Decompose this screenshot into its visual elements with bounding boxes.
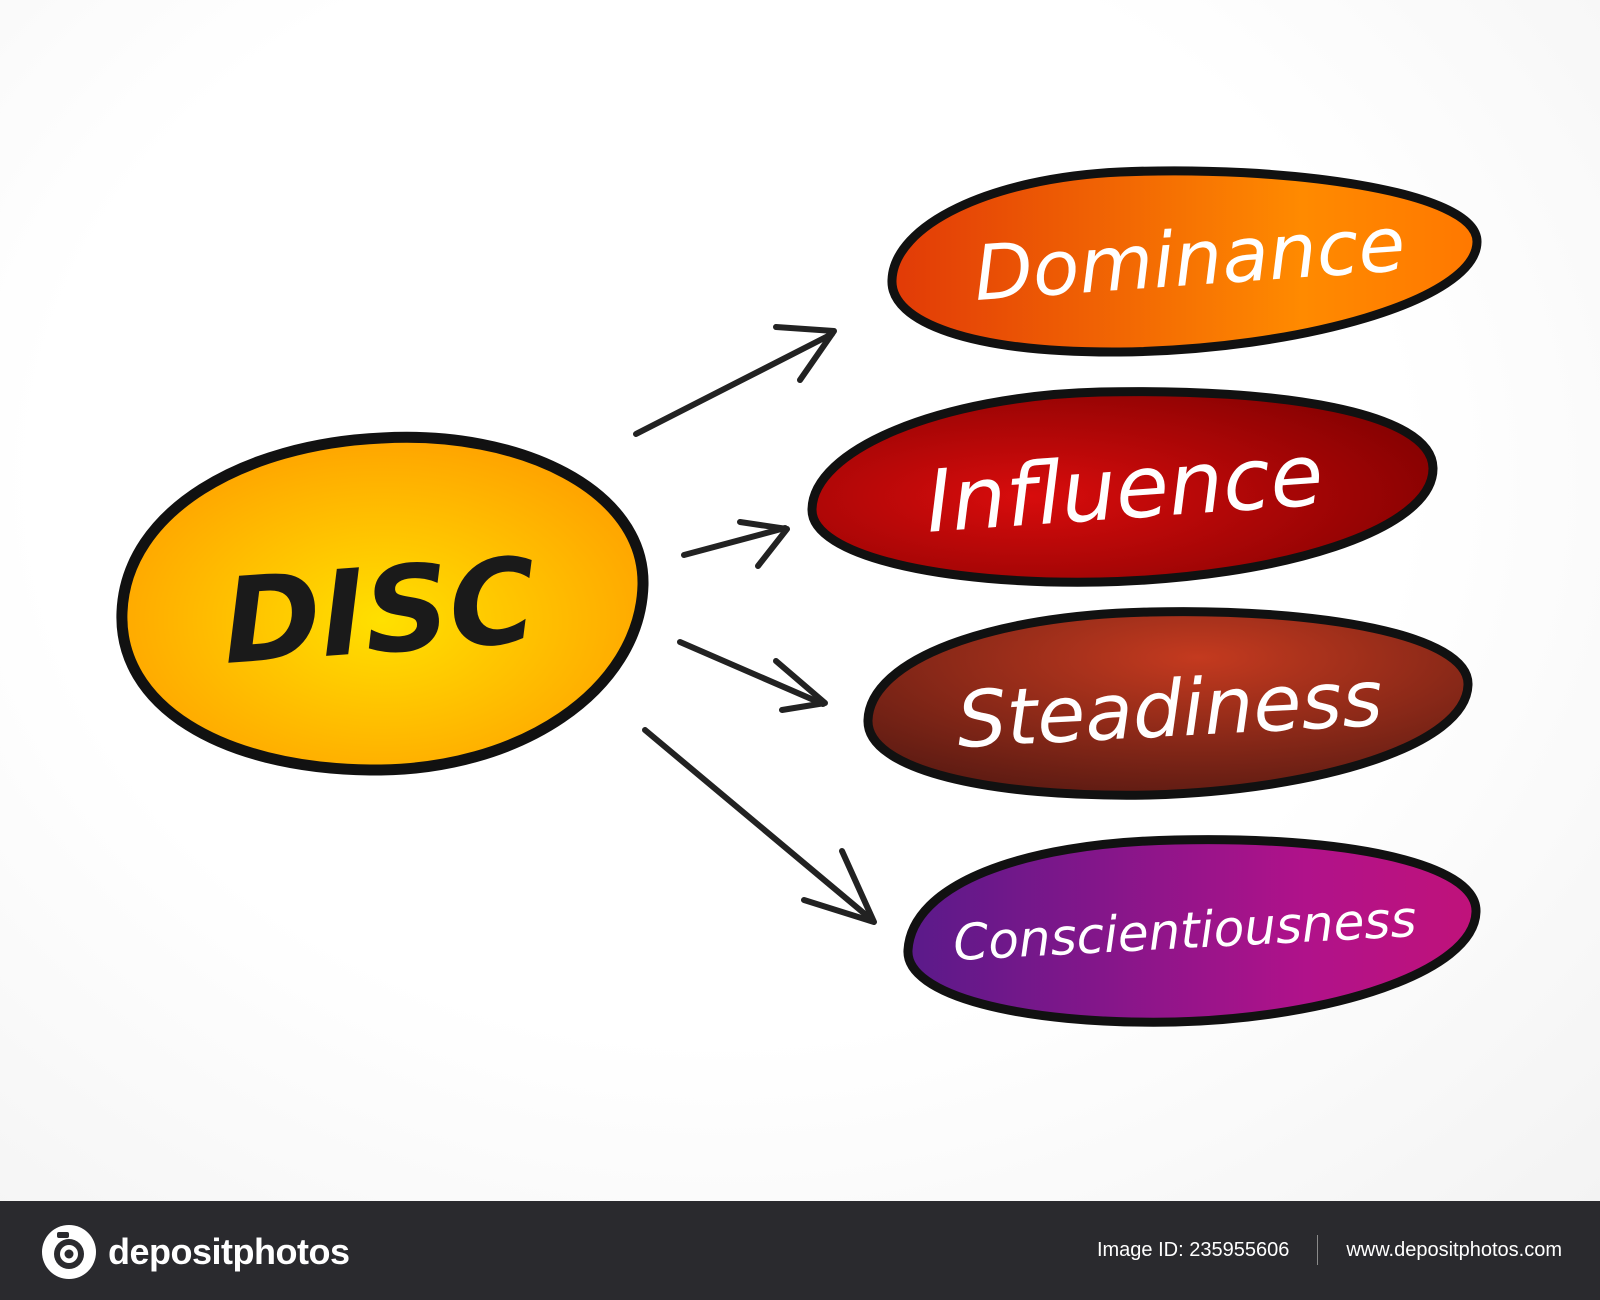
website-link[interactable]: www.depositphotos.com — [1346, 1238, 1562, 1261]
stock-footer: depositphotos Image ID: 235955606 www.de… — [0, 1201, 1600, 1300]
footer-divider — [1317, 1235, 1319, 1265]
center-label: DISC — [218, 531, 540, 691]
node-influence: Influence — [807, 387, 1438, 587]
disc-diagram: DISC Dominance — [116, 166, 1482, 1027]
center-node: DISC — [116, 431, 649, 776]
footer-meta: Image ID: 235955606 www.depositphotos.co… — [1097, 1235, 1562, 1265]
node-dominance: Dominance — [887, 166, 1482, 357]
influence-ellipse — [807, 387, 1438, 587]
node-conscientiousness: Conscientiousness — [903, 835, 1481, 1027]
conscientiousness-ellipse — [903, 835, 1481, 1027]
steadiness-label: Steadiness — [955, 654, 1385, 766]
node-steadiness: Steadiness — [863, 607, 1473, 800]
camera-logo-icon — [42, 1225, 96, 1279]
arrow-to-steadiness — [677, 639, 828, 713]
image-id: Image ID: 235955606 — [1096, 1238, 1290, 1261]
dominance-ellipse — [887, 166, 1482, 357]
arrow-to-conscientiousness — [642, 727, 877, 925]
brand-logo[interactable]: depositphotos — [40, 1223, 350, 1281]
center-ellipse — [116, 431, 649, 776]
steadiness-ellipse — [863, 607, 1473, 800]
arrows — [633, 324, 877, 925]
brand-name: depositphotos — [108, 1231, 350, 1272]
diagram-canvas: DISC Dominance — [0, 0, 1600, 1201]
arrow-to-influence — [681, 519, 790, 569]
arrow-to-dominance — [633, 324, 837, 437]
